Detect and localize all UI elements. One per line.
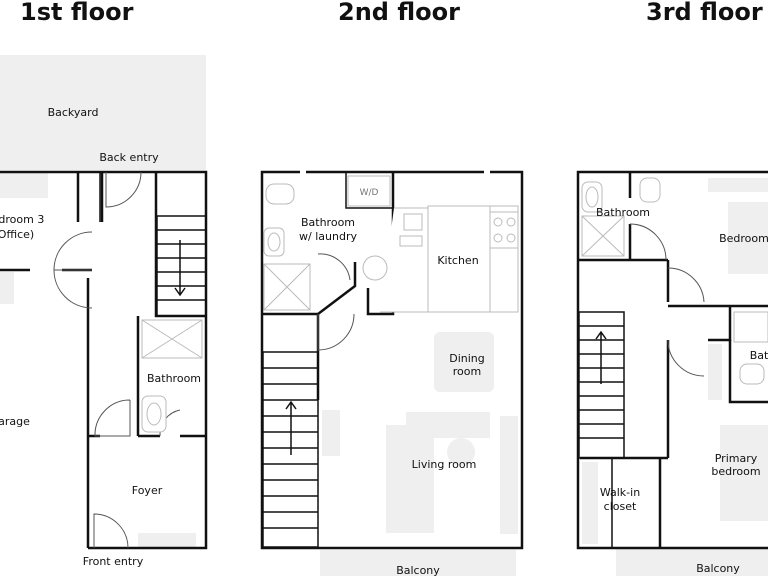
label-balcony-2: Balcony xyxy=(396,564,440,576)
stairs xyxy=(156,215,207,317)
label-primary-bedroom: bedroom xyxy=(711,465,760,478)
sofa xyxy=(386,425,434,533)
floor-3: Bathroom Bedroom Bat Primary bedroom Wal… xyxy=(576,170,768,576)
bedroom3-shelf xyxy=(0,272,14,304)
bedroom3-desk xyxy=(0,172,48,198)
wall xyxy=(86,278,208,550)
label-back-entry: Back entry xyxy=(99,151,159,164)
sink-basin xyxy=(146,402,162,426)
door-swing xyxy=(93,513,129,549)
label-kitchen: Kitchen xyxy=(437,254,478,267)
tub xyxy=(733,311,768,343)
door-swing xyxy=(53,231,93,271)
door-swing xyxy=(667,267,705,303)
dresser xyxy=(708,344,722,400)
door-swing xyxy=(94,399,131,437)
bed xyxy=(728,202,768,274)
label-living-room: Living room xyxy=(412,458,477,471)
floor-1: Backyard Back entry edroom 3 Office) Bat… xyxy=(0,55,208,568)
washer-dryer xyxy=(347,175,391,207)
sink-basin xyxy=(585,186,599,208)
toilet xyxy=(639,177,661,203)
burner xyxy=(493,233,503,243)
dining-table xyxy=(434,332,494,392)
label-front-entry: Front entry xyxy=(83,555,144,568)
door-swing xyxy=(53,269,93,309)
label-backyard: Backyard xyxy=(48,106,99,119)
foyer-bench xyxy=(138,533,196,547)
door-swing xyxy=(105,171,142,208)
label-primary: Primary xyxy=(715,452,758,465)
kitchen-sink xyxy=(403,213,423,231)
floor-title-3: 3rd floor xyxy=(646,0,763,26)
balcony-area xyxy=(616,548,768,576)
door-swing xyxy=(317,253,351,281)
wall xyxy=(136,316,206,438)
label-laundry: w/ laundry xyxy=(299,230,357,243)
toilet xyxy=(265,183,295,205)
stairs xyxy=(262,351,319,548)
floor-title-2: 2nd floor xyxy=(338,0,460,26)
window-gap xyxy=(300,170,490,318)
wall xyxy=(76,172,104,222)
door-swing xyxy=(317,313,355,351)
stove xyxy=(489,211,519,249)
label-wd: W/D xyxy=(360,188,379,198)
wall xyxy=(658,340,768,548)
label-foyer: Foyer xyxy=(132,484,163,497)
backyard-area xyxy=(0,55,206,170)
label-garage: arage xyxy=(0,415,30,428)
label-bedroom3: edroom 3 xyxy=(0,213,44,226)
wall xyxy=(0,170,208,530)
wall xyxy=(578,172,668,262)
shower-mark xyxy=(581,215,625,257)
wall xyxy=(576,170,768,550)
burner xyxy=(506,217,516,227)
label-bathroom-3: Bathroom xyxy=(596,206,650,219)
closet-shelf xyxy=(582,462,598,544)
label-office: Office) xyxy=(0,228,34,241)
shower-mark xyxy=(263,263,311,311)
label-bathroom-2: Bathroom xyxy=(301,216,355,229)
burner xyxy=(506,233,516,243)
bed xyxy=(720,425,768,521)
wall xyxy=(345,172,392,209)
ottoman xyxy=(447,438,475,466)
burner xyxy=(493,217,503,227)
floor-title-1: 1st floor xyxy=(20,0,134,26)
toilet xyxy=(739,363,765,385)
stairs xyxy=(578,311,625,459)
tv-console xyxy=(500,416,518,534)
label-walkin: Walk-in xyxy=(600,486,640,499)
wall xyxy=(668,304,768,342)
label-dining: Dining xyxy=(449,352,485,365)
laundry-sink xyxy=(362,255,388,281)
dresser xyxy=(708,178,768,192)
label-bedroom: Bedroom xyxy=(719,232,768,245)
side-table xyxy=(322,410,340,456)
balcony-area xyxy=(320,550,516,576)
label-closet: closet xyxy=(604,500,637,513)
door-swing xyxy=(629,223,667,261)
sink-basin xyxy=(267,232,281,252)
label-bathroom-1: Bathroom xyxy=(147,372,201,385)
floor-2: W/D Bathroom w/ laundry Kitchen Dining r… xyxy=(260,170,524,576)
kitchen-island-outline xyxy=(427,205,491,313)
label-balcony-3: Balcony xyxy=(696,562,740,575)
wall xyxy=(260,170,524,550)
sofa-back xyxy=(406,412,490,438)
label-dining-room: room xyxy=(453,365,481,378)
shower-mark xyxy=(141,319,203,359)
door-swing xyxy=(667,339,705,377)
label-bath: Bat xyxy=(750,349,768,362)
dishwasher xyxy=(399,235,423,247)
